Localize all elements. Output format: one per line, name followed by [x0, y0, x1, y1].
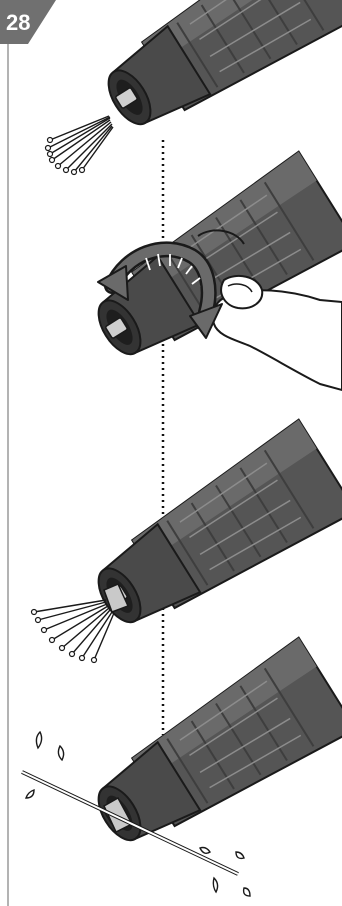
- fanned-bristles-icon: [30, 599, 115, 664]
- cut-blade: [103, 583, 130, 613]
- panel-bristles-inserted: [44, 0, 342, 176]
- brush-bristles-icon: [44, 115, 114, 176]
- water-drops-icon: [25, 730, 251, 897]
- handle-body: [93, 0, 342, 141]
- thread-line-highlight: [21, 771, 239, 875]
- rotate-arrow-icon: [97, 241, 223, 339]
- step-badge: 28: [0, 0, 56, 44]
- handle-body: [83, 418, 342, 639]
- panel-thread-cut: [21, 636, 342, 897]
- step-number: 28: [6, 10, 30, 35]
- panel-bristles-cut: [30, 418, 342, 664]
- panel-rotate-nozzle: [83, 150, 342, 392]
- handle-body: [83, 636, 342, 857]
